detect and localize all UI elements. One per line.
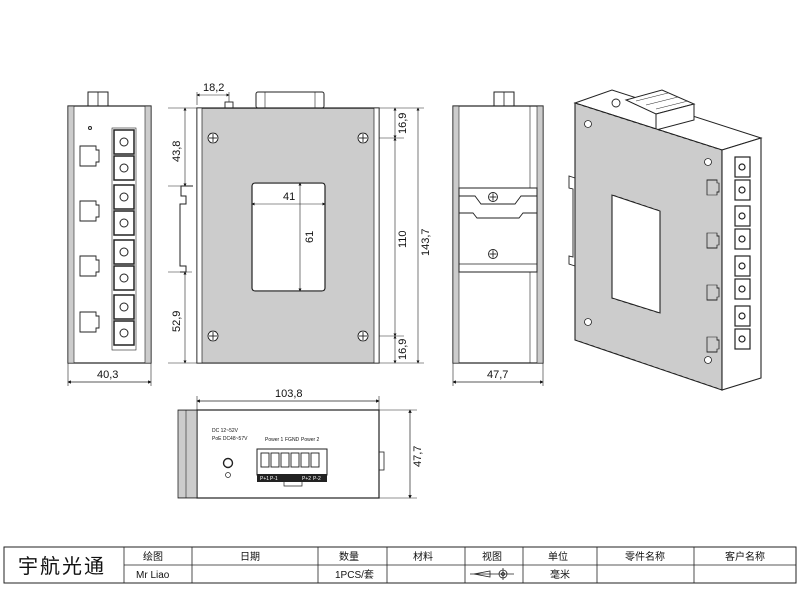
title-block: 宇航光通 绘图 日期 数量 材料 视图 单位 零件名称 客户名称 Mr Liao… [3,546,797,584]
dim-front-width: 40,3 [97,369,118,381]
dim-fin-top: 16,9 [397,113,409,134]
value-quantity: 1PCS/套 [335,568,374,581]
fiber-port-column [111,127,137,351]
isometric-view [568,89,763,391]
ground-pin [224,101,234,109]
fgnd-label: FGND [285,437,300,443]
dim-top-length: 103,8 [275,388,303,400]
value-drawer: Mr Liao [136,570,170,581]
iso-rj45-ports [706,179,720,353]
side-view: 47,7 [452,91,544,386]
p1-minus-label: P-1 [270,476,278,482]
header-quantity: 数量 [339,550,359,563]
power2-label: Power 2 [301,437,320,443]
front-view: 40,3 [67,91,152,386]
header-view: 视图 [482,550,502,563]
poe-label: PoE DC48~57V [212,436,248,442]
ground-screw [222,457,234,469]
label-window [251,182,326,292]
p2-plus-label: P+2 [302,476,311,482]
rear-view: 41 61 18,2 43,8 52,9 16,9 110 16,9 143,7 [168,82,432,364]
dc-label: DC 12~52V [212,428,239,434]
dim-inner-height: 110 [397,230,409,248]
header-drawer: 绘图 [143,550,163,563]
projection-symbol-icon [470,568,514,580]
p2-minus-label: P-2 [313,476,321,482]
header-date: 日期 [240,551,260,563]
header-unit: 单位 [548,550,568,563]
header-part-name: 零件名称 [625,550,665,563]
company-logo: 宇航光通 [18,554,106,578]
dim-top-depth: 47,7 [412,446,424,467]
din-rail-clip [458,187,538,273]
rj45-port-4 [79,311,100,333]
dim-top-pin: 18,2 [203,82,224,94]
rj45-port-2 [79,200,100,222]
dim-bottom-offset: 52,9 [171,311,183,332]
top-view: DC 12~52V PoE DC48~57V Power 1 FGND Powe… [177,388,424,499]
dim-fin-bottom: 16,9 [397,339,409,360]
dim-side-depth: 47,7 [487,369,508,381]
iso-fiber-ports [734,156,751,350]
top-connector [255,91,325,109]
header-material: 材料 [413,550,433,563]
dim-window-width: 41 [283,191,295,203]
rj45-port-1 [79,145,100,167]
power1-label: Power 1 [265,437,284,443]
din-clip-profile [179,185,193,273]
dim-window-height: 61 [304,231,316,243]
dim-top-offset: 43,8 [171,141,183,162]
dim-total-height: 143,7 [420,228,432,256]
header-customer-name: 客户名称 [725,550,765,563]
value-unit: 毫米 [550,568,570,581]
rj45-port-3 [79,255,100,277]
p1-plus-label: P+1 [260,476,269,482]
